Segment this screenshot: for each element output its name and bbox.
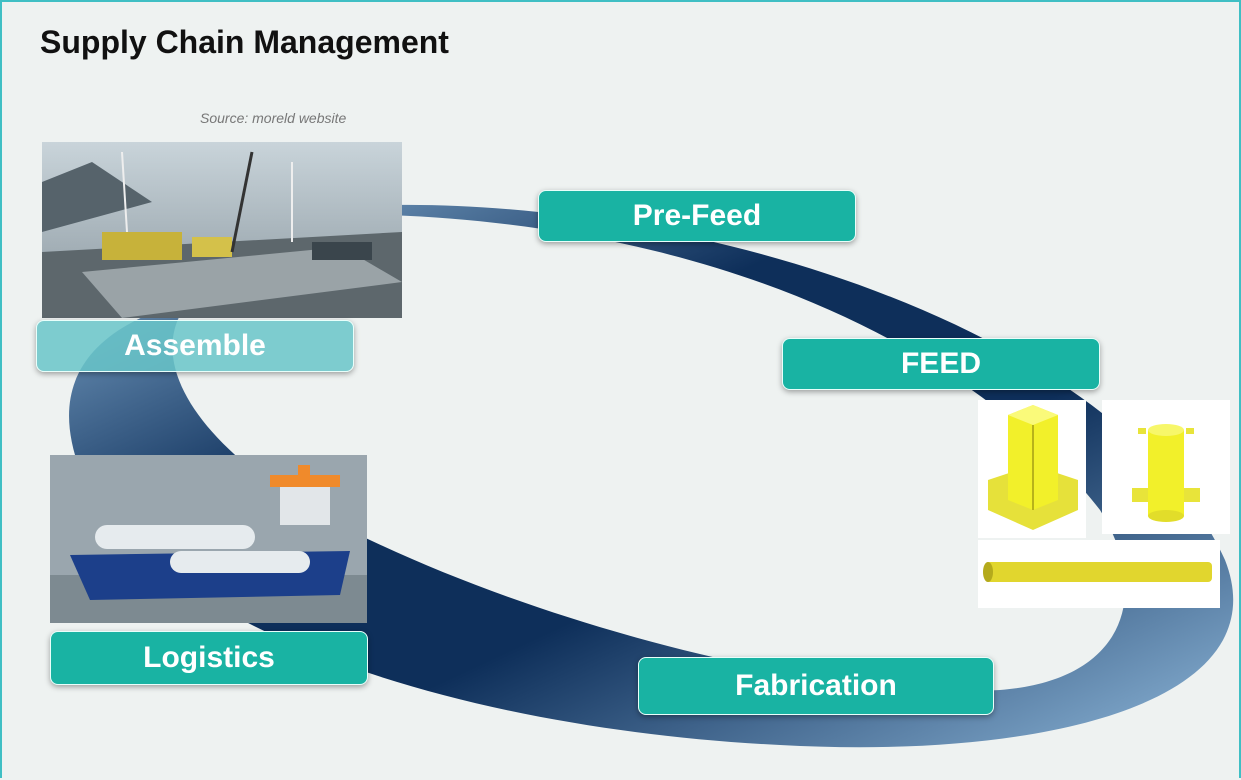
stage-logistics: Logistics: [50, 631, 368, 685]
stage-feed: FEED: [782, 338, 1100, 390]
foundation-structure-image: [978, 400, 1086, 538]
transition-piece-image: [1102, 400, 1230, 534]
stage-pre-feed: Pre-Feed: [538, 190, 856, 242]
stage-assemble: Assemble: [36, 320, 354, 372]
vessel-image: [50, 455, 367, 623]
source-caption: Source: moreld website: [200, 110, 347, 126]
stage-fabrication: Fabrication: [638, 657, 994, 715]
assembly-port-image: [42, 142, 402, 318]
pipe-image: [978, 540, 1220, 608]
page-title: Supply Chain Management: [40, 24, 449, 60]
